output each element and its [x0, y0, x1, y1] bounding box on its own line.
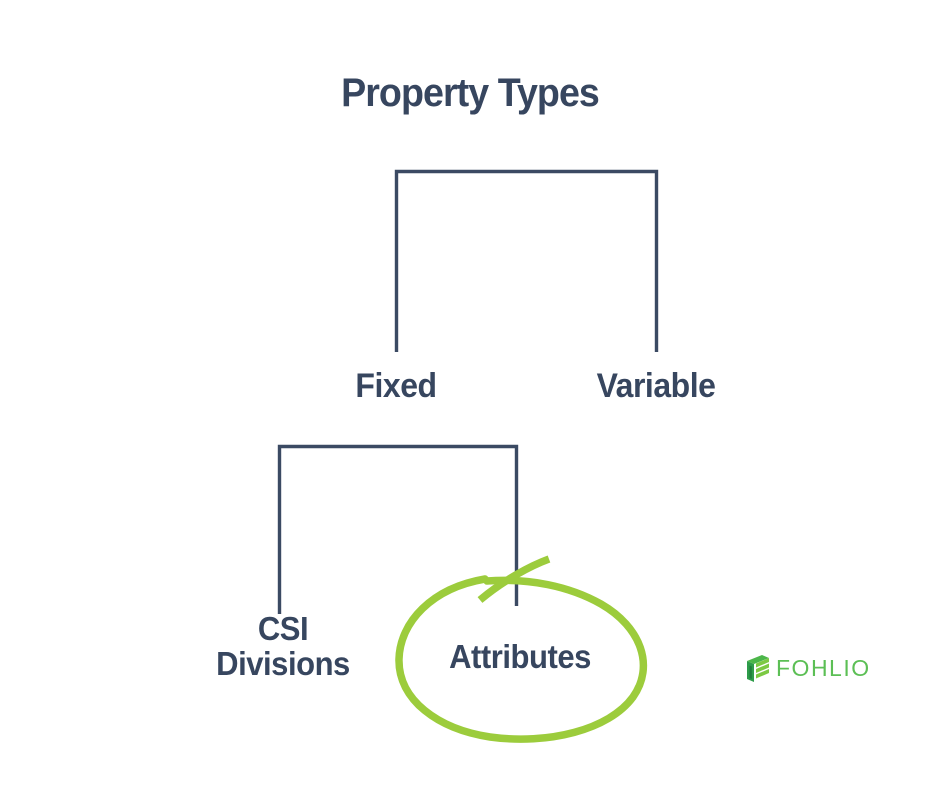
- node-attributes[interactable]: Attributes: [449, 638, 591, 675]
- connector-root-to-level1: [394, 169, 659, 352]
- highlight-ellipse-stroke: [395, 575, 648, 743]
- fohlio-logo: FOHLIO: [745, 655, 871, 682]
- fohlio-wordmark: FOHLIO: [776, 655, 871, 681]
- node-variable[interactable]: Variable: [596, 367, 716, 405]
- node-csi-divisions[interactable]: CSI Divisions: [216, 610, 350, 682]
- node-fixed[interactable]: Fixed: [355, 367, 437, 405]
- connector-fixed-to-level2: [277, 444, 519, 614]
- page-title: Property Types: [341, 71, 600, 115]
- fohlio-cube-icon: [747, 655, 769, 682]
- highlight-ellipse-tail: [477, 555, 551, 603]
